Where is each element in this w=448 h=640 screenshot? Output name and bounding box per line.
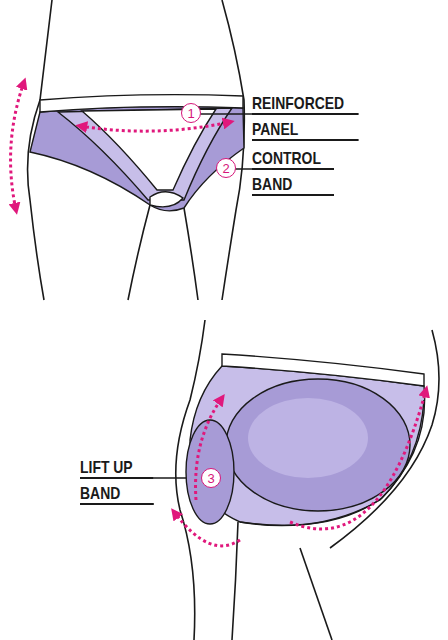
callout-circle: 3 — [201, 468, 221, 488]
part-label: CONTROL BAND — [252, 146, 334, 198]
lift-arrows — [174, 390, 426, 546]
callout-number: 3 — [207, 472, 214, 485]
callout-circle: 1 — [181, 103, 201, 123]
callout-number: 1 — [187, 107, 194, 120]
front-body-outline — [28, 0, 245, 300]
callout-circle: 2 — [216, 158, 236, 178]
callout-number: 2 — [222, 162, 229, 175]
back-brief — [186, 354, 425, 526]
back-body-outline — [176, 320, 439, 640]
stretch-arrows — [11, 82, 230, 210]
part-label: REINFORCED PANEL — [252, 91, 359, 143]
front-brief — [30, 95, 244, 211]
part-label: LIFT UP BAND — [80, 455, 154, 507]
